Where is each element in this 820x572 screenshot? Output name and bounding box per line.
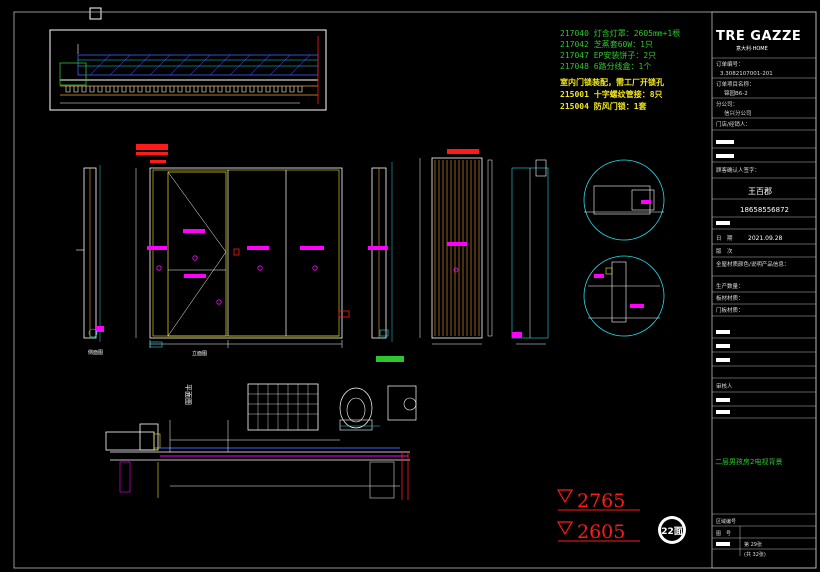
title-block: TRE GAZZE 意大利·HOME 订单编号： 3.3082107001-20…: [711, 11, 817, 569]
narrow-section: [511, 159, 549, 345]
notes-yellow: 室内门锁装配，需工厂开锁孔 215001 十字螺纹管接：8只 215004 防风…: [560, 77, 664, 111]
order-no-label: 订单编号：: [716, 60, 744, 68]
note-line-4: 217048 6路分线盒：1个: [560, 61, 651, 71]
detail-circle-top: [583, 159, 665, 241]
view-badge: 22面: [658, 516, 686, 544]
note-line-2: 217042 芝蒸套60W：1只: [560, 39, 653, 49]
front-elevation: 立面图: [135, 144, 350, 357]
customer-name: 王百郡: [748, 186, 772, 196]
note-line-1: 217040 灯含灯罩：2605mm+1根: [560, 28, 680, 38]
product-info-label: 全屋材质颜色/说明产品信息：: [716, 260, 789, 268]
note-line-3: 217047 EP安装饼子：2只: [560, 50, 656, 60]
level-value-2: 2605: [577, 521, 625, 543]
label-left-side-view: 侧面图: [88, 349, 103, 356]
label-plan-view: 平面图: [184, 384, 192, 405]
date-value: 2021.09.28: [748, 235, 783, 242]
corner-marker: [89, 7, 102, 20]
confirm-label: 顾客确认人签字：: [716, 166, 760, 174]
company-value: 信兴分公司: [724, 109, 752, 117]
service-label: 门店/经销人：: [716, 120, 751, 128]
detail-circle-bottom: [583, 255, 665, 337]
label-front-view: 立面图: [192, 350, 207, 357]
note-line-7: 215004 防风门锁：1套: [560, 101, 648, 111]
left-side-elevation: 侧面图: [76, 165, 104, 356]
notes-green: 217040 灯含灯罩：2605mm+1根 217042 芝蒸套60W：1只 2…: [560, 28, 680, 71]
room-title: 二层男孩房2电视背景: [715, 457, 782, 466]
brand-logo: TRE GAZZE: [716, 29, 801, 44]
level-value-1: 2765: [577, 490, 625, 512]
level-markers: 2765 2605: [556, 489, 640, 543]
door-material-label: 门板材质：: [716, 306, 744, 314]
order-no-value: 3.3082107001-201: [720, 71, 773, 77]
section-detail: [49, 29, 327, 111]
version-label: 版 次: [716, 247, 733, 255]
area-label: 区域编号: [716, 518, 736, 525]
project-label: 订单项目名称：: [716, 80, 755, 88]
brand-subtitle: 意大利·HOME: [736, 45, 768, 52]
panel-elevation: [419, 149, 493, 345]
right-side-elevation: [368, 162, 404, 362]
note-line-6: 215001 十字螺纹管接：8只: [560, 89, 663, 99]
sheet-label: 第 29张: [744, 541, 762, 548]
drawing-no-label: 图 号: [716, 531, 731, 537]
badge-label: 22面: [661, 526, 683, 537]
reviewer-label: 审核人: [716, 382, 733, 390]
panel-material-label: 板材材质：: [716, 294, 744, 302]
total-sheets-label: (共 32张): [744, 551, 766, 558]
date-label: 日 期: [716, 235, 733, 242]
customer-phone: 18658556872: [740, 206, 789, 214]
project-value: 锦园B6-2: [724, 89, 748, 97]
production-qty-label: 生产数量：: [716, 282, 744, 290]
company-label: 分公司：: [716, 100, 738, 108]
plan-view: 平面图: [105, 383, 417, 500]
note-line-5: 室内门锁装配，需工厂开锁孔: [560, 77, 664, 87]
